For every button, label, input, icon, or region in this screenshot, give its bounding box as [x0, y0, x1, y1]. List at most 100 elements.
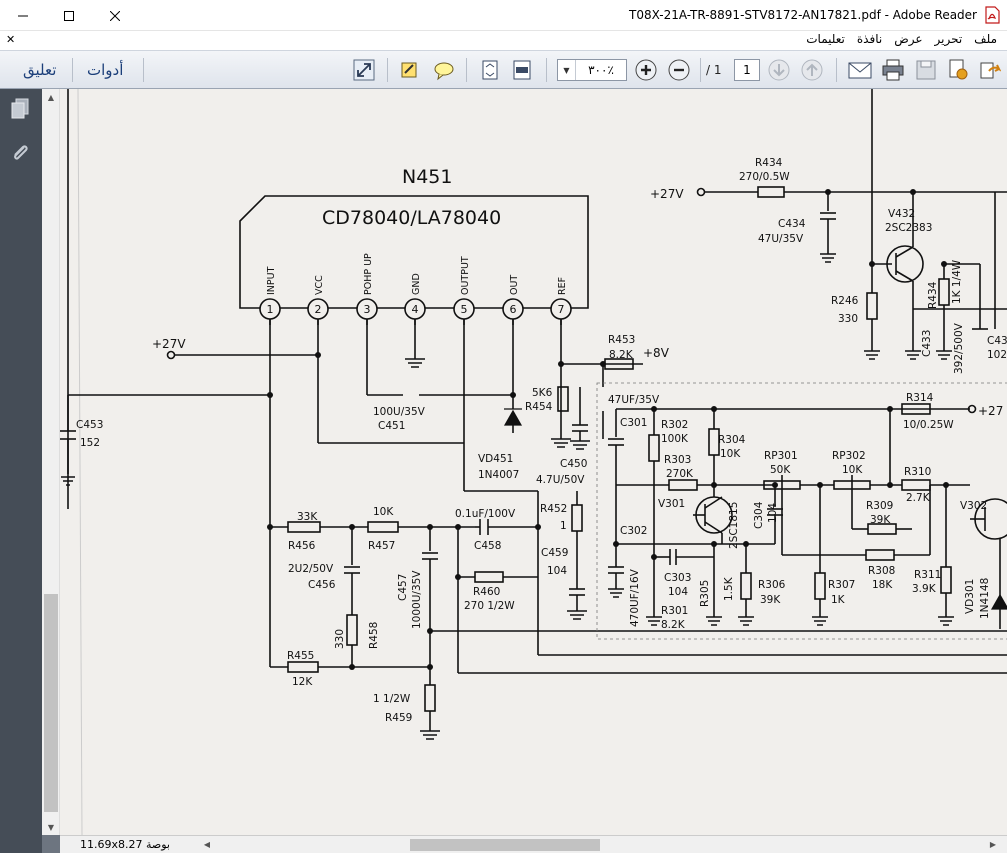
- window-title: T08X-21A-TR-8891-STV8172-AN17821.pdf - A…: [629, 8, 977, 22]
- sticky-note-icon[interactable]: [432, 58, 456, 82]
- scroll-right-icon[interactable]: ▶: [989, 840, 997, 849]
- label-c457-val: 1000U/35V: [411, 570, 423, 629]
- label-v302: V302: [960, 500, 987, 512]
- label-r305-val: 1.5K: [723, 576, 735, 601]
- label-rp301: RP301: [764, 450, 798, 462]
- label-c301: C301: [620, 417, 647, 429]
- label-r459: R459: [385, 712, 412, 724]
- label-r246: R246: [831, 295, 859, 307]
- navigation-panel: [0, 89, 42, 853]
- label-c450-val: 4.7U/50V: [536, 474, 585, 486]
- page-number-input[interactable]: 1: [734, 59, 760, 81]
- label-r456-val: 33K: [297, 511, 318, 523]
- vertical-scrollbar[interactable]: ▲ ▼: [42, 89, 60, 835]
- label-c450: C450: [560, 458, 587, 470]
- scroll-left-icon[interactable]: ◀: [203, 840, 211, 849]
- vertical-scroll-thumb[interactable]: [44, 594, 58, 812]
- pin-1-name: INPUT: [266, 266, 277, 295]
- menu-file[interactable]: ملف: [974, 32, 997, 46]
- label-r303-val: 270K: [666, 468, 694, 480]
- highlight-icon[interactable]: [398, 58, 422, 82]
- label-r434-side: R434: [927, 281, 939, 309]
- email-icon[interactable]: [848, 58, 872, 82]
- label-c453-val: 152: [80, 437, 100, 449]
- attachment-icon[interactable]: [8, 141, 32, 165]
- label-r453-val: 8.2K: [609, 349, 634, 361]
- comment-pane-link[interactable]: تعليق: [23, 61, 57, 79]
- fit-page-icon[interactable]: [478, 58, 502, 82]
- next-page-icon[interactable]: [767, 58, 791, 82]
- menu-help[interactable]: تعليمات: [806, 32, 845, 46]
- menu-edit[interactable]: تحرير: [934, 32, 963, 46]
- pin-7-name: REF: [557, 277, 568, 295]
- fit-width-icon[interactable]: [510, 58, 534, 82]
- label-r455-val: 12K: [292, 676, 313, 688]
- print-icon[interactable]: [881, 58, 905, 82]
- label-r314: R314: [906, 392, 934, 404]
- label-vd451: VD451: [478, 453, 513, 465]
- label-v8: +8V: [643, 346, 670, 360]
- label-r314-val: 10/0.25W: [903, 419, 954, 431]
- save-icon[interactable]: [914, 58, 938, 82]
- maximize-icon: [64, 10, 74, 21]
- label-r454-val: 5K6: [532, 387, 553, 399]
- zoom-in-icon[interactable]: [634, 58, 658, 82]
- zoom-select[interactable]: ▼ ٣٠٠٪: [557, 59, 627, 81]
- label-c459-val: 104: [547, 565, 567, 577]
- label-r459-val: 1 1/2W: [373, 693, 411, 705]
- label-r302-val: 100K: [661, 433, 689, 445]
- label-vd301-part: 1N4148: [979, 578, 991, 619]
- scroll-down-icon[interactable]: ▼: [47, 822, 55, 832]
- label-v301-part: 2SC1815: [728, 502, 740, 549]
- label-r453: R453: [608, 334, 635, 346]
- label-c456: C456: [308, 579, 336, 591]
- pin-6-number: 6: [510, 303, 517, 316]
- label-r303: R303: [664, 454, 691, 466]
- zoom-value: ٣٠٠٪: [588, 63, 614, 77]
- menu-window[interactable]: نافذة: [856, 32, 883, 46]
- maximize-button[interactable]: [46, 0, 92, 31]
- label-c457: C457: [397, 574, 409, 601]
- chevron-down-icon[interactable]: ▼: [558, 60, 576, 80]
- label-r434-side-val: 1K 1/4W: [951, 259, 963, 304]
- label-c451-val: 100U/35V: [373, 406, 426, 418]
- label-c433: C433: [921, 330, 933, 357]
- close-button[interactable]: [92, 0, 138, 31]
- expand-icon[interactable]: [352, 58, 376, 82]
- label-c43x: C43: [987, 335, 1007, 347]
- label-r308: R308: [868, 565, 895, 577]
- label-r460: R460: [473, 586, 500, 598]
- share-icon[interactable]: [978, 58, 1002, 82]
- tools-pane-link[interactable]: أدوات: [87, 61, 124, 79]
- label-rp301-val: 50K: [770, 464, 791, 476]
- zoom-out-icon[interactable]: [667, 58, 691, 82]
- horizontal-scrollbar[interactable]: ◀ ▶: [200, 837, 1000, 852]
- label-r460-val: 270 1/2W: [464, 600, 515, 612]
- scroll-up-icon[interactable]: ▲: [47, 92, 55, 102]
- label-c453: C453: [76, 419, 103, 431]
- minimize-icon: [18, 15, 28, 16]
- label-c459: C459: [541, 547, 568, 559]
- label-c303: C303: [664, 572, 691, 584]
- pages-icon[interactable]: [8, 97, 32, 121]
- label-v432: V432: [888, 208, 915, 220]
- pin-4-number: 4: [412, 303, 419, 316]
- minimize-button[interactable]: [0, 0, 46, 31]
- label-r305: R305: [699, 580, 711, 607]
- horizontal-scroll-thumb[interactable]: [410, 839, 600, 851]
- doc-close-icon[interactable]: ✕: [6, 33, 16, 46]
- label-r310: R310: [904, 466, 931, 478]
- label-c434-val: 47U/35V: [758, 233, 804, 245]
- previous-page-icon[interactable]: [800, 58, 824, 82]
- label-r458: R458: [368, 622, 380, 649]
- sign-document-icon[interactable]: [946, 58, 970, 82]
- menu-bar: ✕ ملف تحرير عرض نافذة تعليمات: [0, 31, 1007, 50]
- menu-view[interactable]: عرض: [894, 32, 923, 46]
- pin-1-number: 1: [267, 303, 274, 316]
- label-rp302: RP302: [832, 450, 866, 462]
- label-r301: R301: [661, 605, 688, 617]
- label-r311-val: 3.9K: [912, 583, 937, 595]
- label-r306-val: 39K: [760, 594, 781, 606]
- label-r307: R307: [828, 579, 855, 591]
- label-r311: R311: [914, 569, 941, 581]
